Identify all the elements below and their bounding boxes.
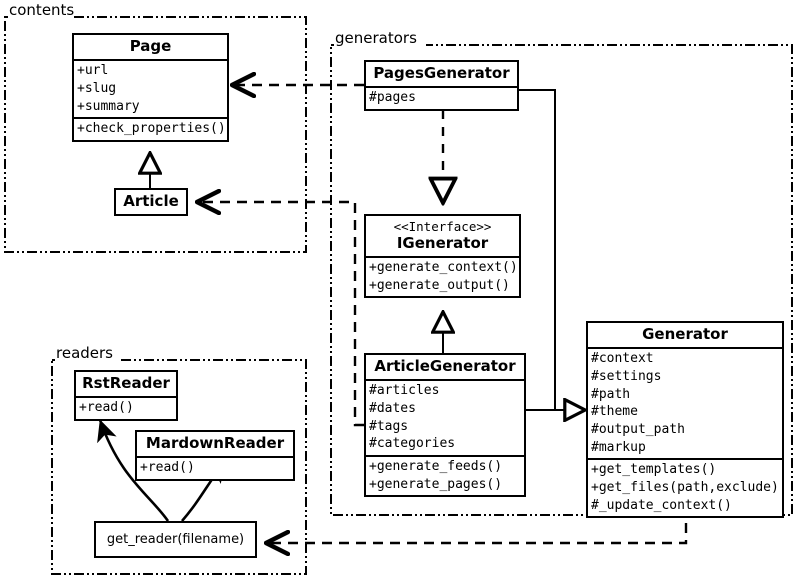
class-page-attribute: +slug [77,80,117,96]
package-label-readers: readers [56,344,113,362]
class-page-attributes: +url +slug +summary [74,59,227,117]
class-rst-reader-method: +read() [79,400,134,416]
class-article-generator-name: ArticleGenerator [374,357,516,375]
class-igenerator-title: IGenerator [396,233,489,252]
class-article-name: Article [123,192,179,210]
package-label-contents: contents [9,1,75,19]
class-article[interactable]: Article [114,188,188,217]
class-article-generator-attribute: #tags [369,418,409,434]
class-generator-name: Generator [642,325,728,343]
class-article-generator-attribute: #categories [369,436,456,452]
class-generator-method: #_update_context() [591,497,732,513]
class-generator-attribute: #markup [591,439,646,455]
class-pages-generator-attribute: #pages [369,90,416,106]
class-markdown-reader-method: +read() [140,460,195,476]
class-igenerator-method: +generate_context() [369,259,518,275]
class-rst-reader[interactable]: RstReader +read() [74,370,178,421]
class-generator-attributes: #context #settings #path #theme #output_… [588,347,782,458]
class-page-methods: +check_properties() [74,117,227,140]
class-igenerator-name: <<Interface>> IGenerator [366,216,519,256]
class-pages-generator-name: PagesGenerator [373,64,510,82]
class-page[interactable]: Page +url +slug +summary +check_properti… [72,33,229,142]
function-get-reader-label: get_reader(filename) [106,532,245,547]
class-markdown-reader[interactable]: MardownReader +read() [135,430,295,481]
class-article-generator-attribute: #dates [369,400,416,416]
class-igenerator-methods: +generate_context() +generate_output() [366,255,519,296]
function-get-reader[interactable]: get_reader(filename) [94,521,257,558]
class-page-attribute: +summary [77,98,140,114]
class-article-generator[interactable]: ArticleGenerator #articles #dates #tags … [364,353,526,498]
rel-articlegenerator-to-article [194,188,364,427]
class-markdown-reader-methods: +read() [137,456,293,479]
class-page-attribute: +url [77,63,109,79]
class-article-generator-method: +generate_pages() [369,476,503,492]
class-rst-reader-methods: +read() [76,396,176,419]
class-generator[interactable]: Generator #context #settings #path #them… [586,321,784,519]
class-article-generator-methods: +generate_feeds() +generate_pages() [366,454,524,495]
class-generator-method: +get_files(path,exclude) [591,479,779,495]
class-article-generator-method: +generate_feeds() [369,458,503,474]
class-page-method: +check_properties() [77,121,226,137]
class-generator-attribute: #output_path [591,421,685,437]
class-generator-attribute: #path [591,386,631,402]
class-igenerator-method: +generate_output() [369,277,510,293]
class-generator-method: +get_templates() [591,462,717,478]
class-generator-methods: +get_templates() +get_files(path,exclude… [588,458,782,516]
class-generator-attribute: #settings [591,368,662,384]
class-rst-reader-name: RstReader [82,374,170,392]
class-generator-attribute: #theme [591,404,638,420]
class-generator-attribute: #context [591,351,654,367]
class-pages-generator[interactable]: PagesGenerator #pages [364,60,519,111]
class-igenerator[interactable]: <<Interface>> IGenerator +generate_conte… [364,214,521,299]
class-markdown-reader-name: MardownReader [145,434,285,452]
class-igenerator-stereotype: <<Interface>> [393,219,492,234]
class-article-generator-attribute: #articles [369,383,440,399]
class-pages-generator-attributes: #pages [366,86,517,109]
package-label-generators: generators [335,29,417,47]
class-page-name: Page [129,37,172,55]
class-article-generator-attributes: #articles #dates #tags #categories [366,379,524,455]
